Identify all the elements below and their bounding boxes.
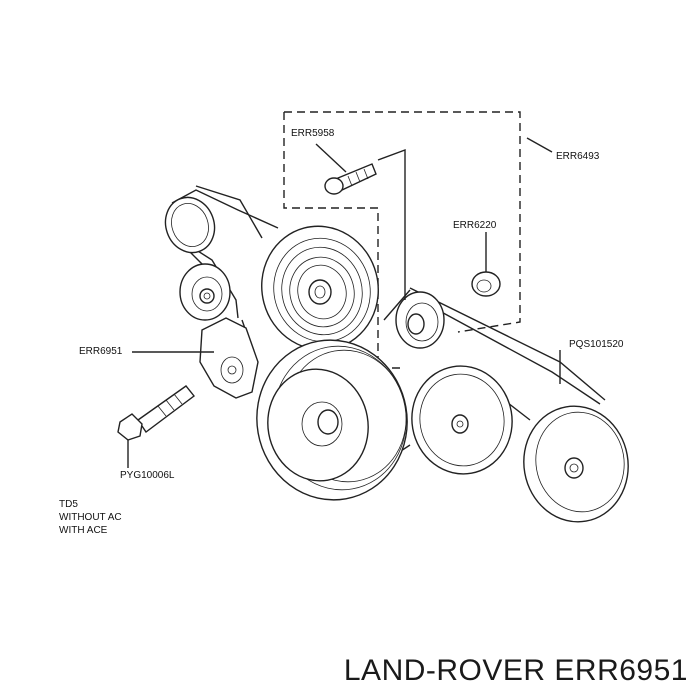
bolt-err5958 [324,163,377,195]
note-engine: TD5 [59,499,78,510]
label-pqs101520: PQS101520 [569,339,624,350]
notes-block: TD5 WITHOUT AC WITH ACE [59,498,122,537]
crankshaft-pulley [256,339,408,501]
tensioner-pulley [179,263,231,321]
power-steering-pulley [523,405,629,523]
leader-lines [127,137,561,468]
label-err6951: ERR6951 [79,346,123,357]
small-idler-pulley [395,291,445,349]
label-pyg10006l: PYG10006L [120,470,175,481]
note-ac: WITHOUT AC [59,512,122,523]
tensioner-bracket [199,317,259,399]
part-caption: LAND-ROVER ERR6951 [343,654,688,687]
upper-idler-pulley [164,196,216,254]
label-err6493: ERR6493 [556,151,600,162]
alternator-pulley [411,365,513,475]
bolt-pyg10006l [117,385,195,441]
spacer-err6220 [471,271,501,297]
label-err6220: ERR6220 [453,220,497,231]
label-err5958: ERR5958 [291,128,335,139]
note-ace: WITH ACE [59,525,108,536]
